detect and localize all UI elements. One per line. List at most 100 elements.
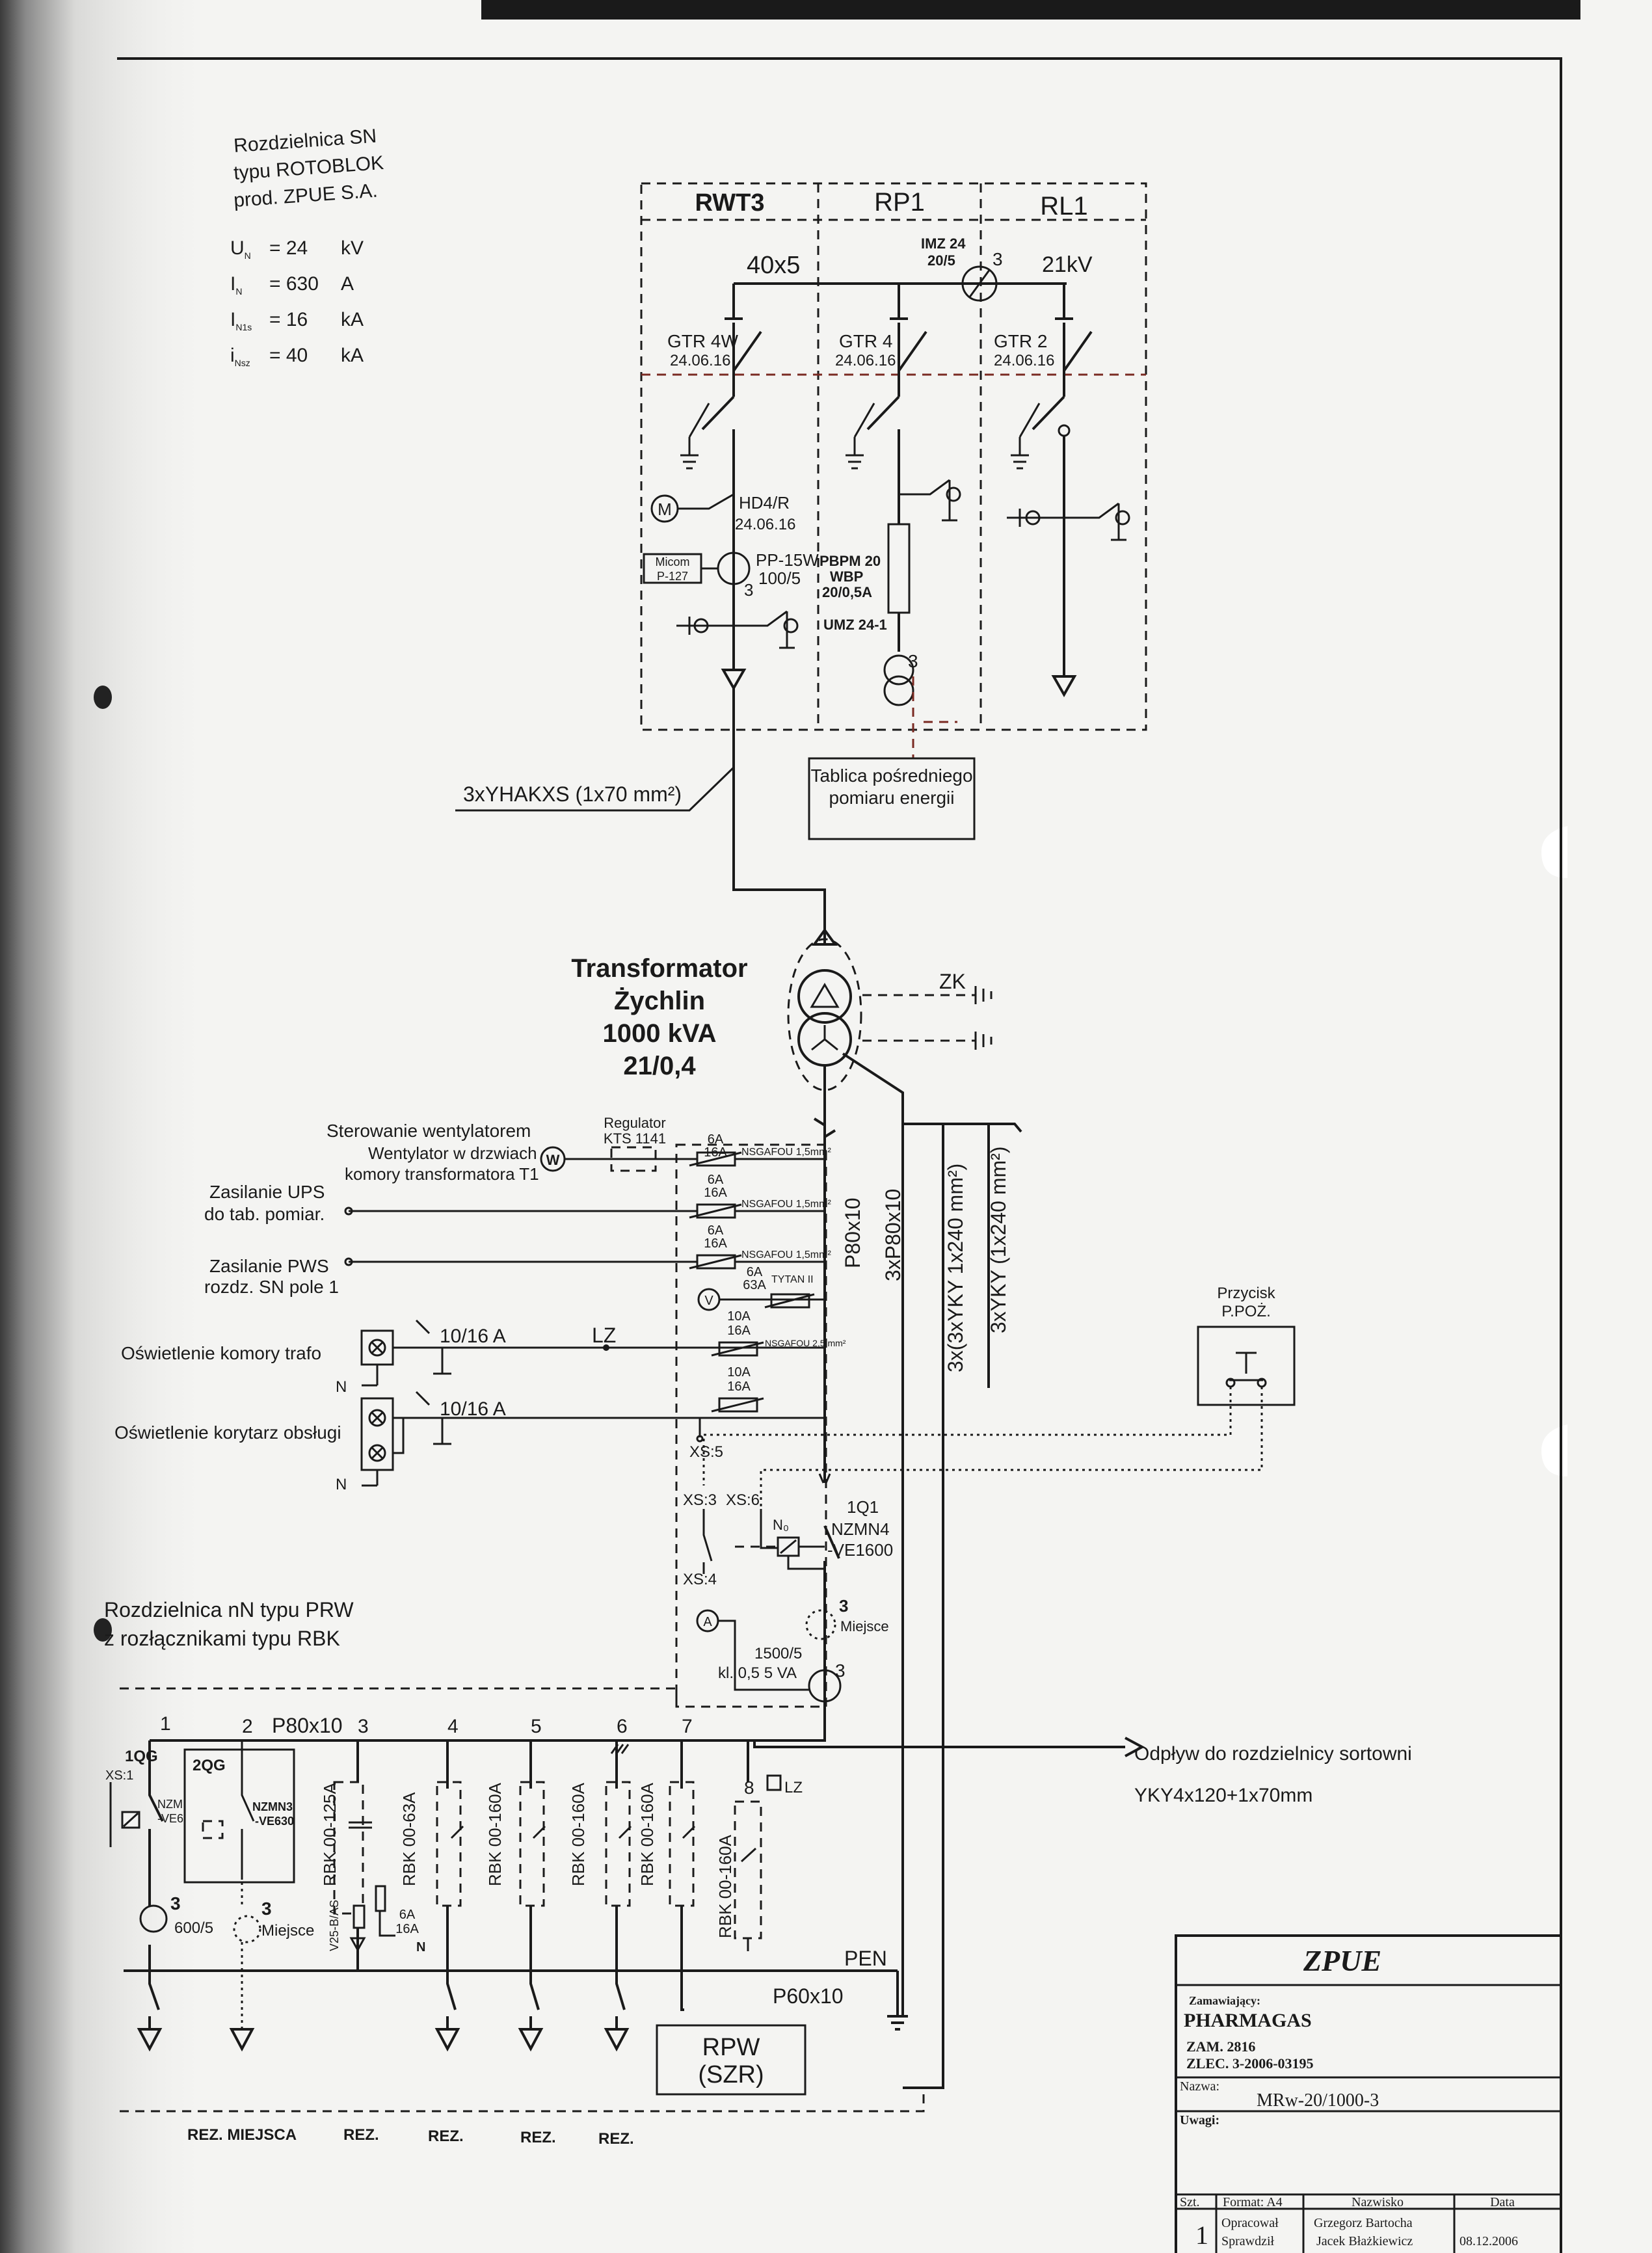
nzm-right: NZMN3 (252, 1800, 293, 1813)
drawing-date: 08.12.2006 (1459, 2234, 1518, 2248)
fuse-rating: 16A (727, 1380, 751, 1394)
fuse-rating: 6A (708, 1173, 724, 1187)
aux-fuse-2: 6A 16A NSGAFOU 1,5mm² (689, 1173, 831, 1219)
fuse-rating: 6A (708, 1132, 724, 1147)
rbk-label: RBK 00-160A (637, 1782, 657, 1886)
f-small-1: 6A (399, 1908, 416, 1922)
sn-title-line-3: prod. ZPUE S.A. (233, 180, 379, 211)
commission-number: ZLEC. 3-2006-03195 (1186, 2055, 1314, 2072)
imz-ratio: 20/5 (927, 252, 955, 269)
zk-label: ZK (939, 970, 966, 993)
disconnector-rl1: GTR 2 24.06.16 (994, 323, 1093, 470)
lv-bus-number: 5 (531, 1716, 542, 1737)
pe-bar-label: P60x10 (773, 1984, 844, 2008)
param-subscript: Nsz (234, 358, 250, 368)
param-value: = 16 (269, 309, 308, 330)
nzm-right-2: -VE630 (255, 1815, 294, 1828)
vt-name: UMZ 24-1 (823, 617, 887, 633)
lv-bus-number: 4 (447, 1716, 459, 1737)
rpw-line-2: (SZR) (698, 2061, 764, 2088)
fuse-rating: 16A (704, 1186, 727, 1200)
reserve-label: REZ. (598, 2130, 634, 2148)
rpw-line-1: RPW (702, 2034, 760, 2061)
lv-main-bar: P80x10 (272, 1714, 343, 1737)
place-count: 3 (839, 1596, 848, 1616)
ammeter-symbol: A (703, 1615, 712, 1629)
qty-value: 1 (1195, 2220, 1208, 2250)
fuse-line-2: WBP (830, 568, 863, 585)
outgoing-label: Odpływ do rozdzielnicy sortowni (1134, 1743, 1412, 1765)
ct-left-ratio: 600/5 (174, 1919, 213, 1937)
lv-bus-number: 3 (358, 1716, 369, 1737)
lv-cable-3xyky: 3xYKY (1x240 mm²) (987, 1147, 1010, 1334)
param-unit: kA (341, 309, 364, 330)
rbk-label: RBK 00-160A (485, 1782, 505, 1886)
lz-label: LZ (592, 1324, 616, 1347)
aux-panel (675, 1143, 827, 1708)
main-ct-count: 3 (835, 1660, 846, 1681)
ct-left (139, 1904, 168, 1933)
param-subscript: N (244, 250, 251, 261)
n0-label: N₀ (773, 1517, 789, 1533)
energy-table-box (808, 757, 976, 840)
regulator-line-1: Regulator (604, 1115, 665, 1131)
param-unit: A (341, 273, 354, 295)
binding-hole (94, 686, 112, 709)
regulator-line-2: KTS 1141 (604, 1130, 666, 1147)
imz-count: 3 (993, 249, 1003, 269)
param-value: = 24 (269, 237, 308, 259)
lv-bus-number: 2 (242, 1716, 253, 1737)
qty-label: Szt. (1180, 2195, 1200, 2209)
sn-enclosure (640, 182, 1147, 731)
aux-fuse-1: 6A 16A NSGAFOU 1,5mm² (689, 1132, 831, 1167)
fire-button-line-1: Przycisk (1217, 1285, 1275, 1302)
n-label: N (336, 1476, 347, 1493)
client-name: PHARMAGAS (1184, 2010, 1312, 2031)
rbk-label: RBK 00-125A (320, 1782, 340, 1886)
relay-name: Micom (656, 555, 690, 568)
rbk-label: RBK 00-160A (715, 1834, 735, 1938)
mv-cable-line (732, 688, 826, 944)
param-value: = 40 (269, 345, 308, 366)
param-symbol: iNsz (230, 345, 250, 368)
energy-table-line-2: pomiaru energii (829, 788, 955, 808)
fuse-cable: NSGAFOU 1,5mm² (741, 1147, 831, 1158)
disconnector-name: GTR 2 (994, 331, 1047, 351)
qg1-label: 1QG (125, 1748, 158, 1765)
imz-current-sensor (961, 265, 998, 302)
main-ct-ratio: 1500/5 (754, 1645, 802, 1662)
place-left-count: 3 (261, 1899, 272, 1919)
fuse-rating: 6A (747, 1265, 763, 1279)
fire-button-line-2: P.POŻ. (1221, 1303, 1271, 1320)
xs5-label: XS:5 (689, 1443, 723, 1461)
lv-bus-number: 8 (744, 1778, 754, 1798)
punch-hole (1541, 1424, 1567, 1476)
vt-rp1 (883, 654, 914, 686)
light-chamber-label: Oświetlenie komory trafo (121, 1343, 321, 1363)
fuse-rating: 16A (727, 1324, 751, 1338)
motor-label: M (658, 500, 672, 519)
mv-cable-label: 3xYHAKXS (1x70 mm²) (463, 782, 682, 806)
fuse-cable: NSGAFOU 1,5mm² (741, 1249, 831, 1260)
reserve-ct (805, 1609, 836, 1640)
v25-label: V25-B/AS (328, 1900, 341, 1951)
busbar-voltage: 21kV (1042, 252, 1093, 277)
fuse-rating: 16A (704, 1145, 727, 1160)
outgoing-cable: YKY4x120+1x70mm (1134, 1785, 1312, 1806)
lv-board-line-1: Rozdzielnica nN typu PRW (104, 1598, 354, 1621)
lz-feeder-label: LZ (784, 1779, 803, 1796)
param-unit: kV (341, 237, 364, 259)
reserve-ct-left (233, 1915, 261, 1943)
field-rwt3: RWT3 (695, 189, 765, 217)
disconnector-name: GTR 4W (667, 331, 738, 351)
aux-fuse-3: 6A 16A NSGAFOU 1,5mm² (689, 1223, 831, 1270)
fuse-rating: 10A (727, 1309, 751, 1324)
role-1: Opracował (1221, 2216, 1279, 2230)
fuse-rating: 16A (704, 1236, 727, 1251)
role-2: Sprawdził (1221, 2234, 1275, 2248)
